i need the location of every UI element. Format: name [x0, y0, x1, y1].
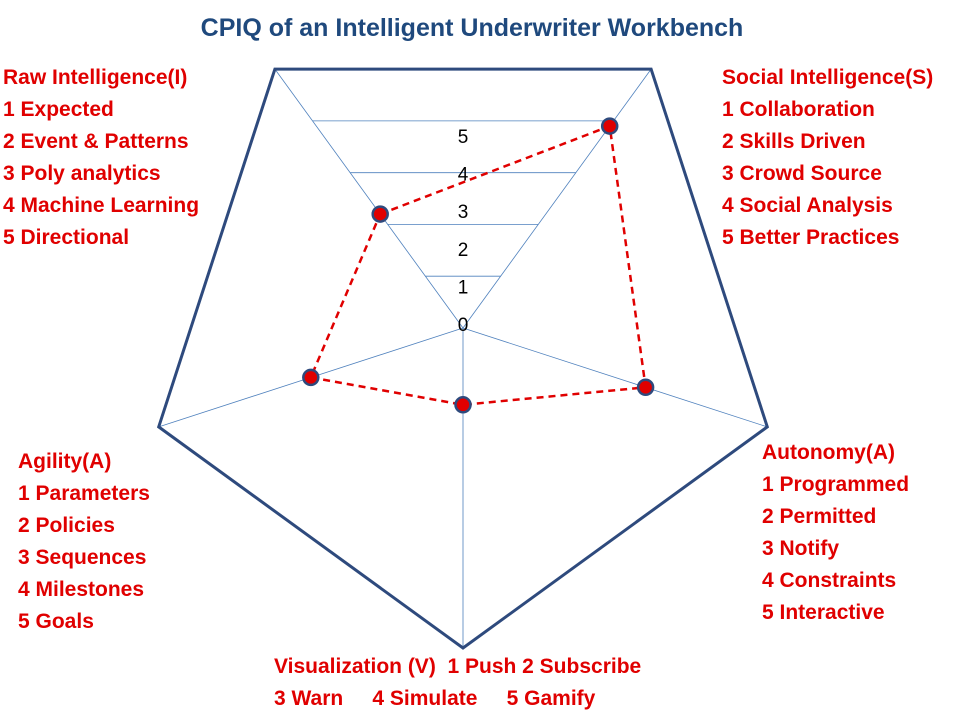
legend-item: 2 Policies: [18, 514, 115, 537]
legend-autonomy: Autonomy(A) 1 Programmed 2 Permitted 3 N…: [762, 437, 909, 629]
radar-point: [636, 378, 655, 397]
radar-tick-labels: 0 1 2 3 4 5: [458, 127, 469, 336]
legend-item: 5 Better Practices: [722, 226, 900, 249]
radar-point: [302, 368, 320, 387]
legend-item: 1 Collaboration: [722, 98, 875, 121]
radar-point: [454, 396, 472, 414]
legend-item: 4 Social Analysis: [722, 194, 893, 217]
radar-grid: [156, 67, 770, 650]
legend-line: Visualization (V) 1 Push 2 Subscribe: [274, 655, 642, 678]
chart-title: CPIQ of an Intelligent Underwriter Workb…: [200, 14, 744, 42]
legend-social-intelligence: Social Intelligence(S) 1 Collaboration 2…: [722, 62, 933, 254]
radar-point: [371, 205, 389, 223]
radar-series: [302, 117, 655, 414]
radar-tick-label: 4: [458, 165, 469, 186]
radar-tick-label: 0: [458, 315, 469, 336]
legend-item: 5 Directional: [3, 226, 130, 249]
radar-tick-label: 5: [458, 127, 469, 148]
radar-spoke: [462, 327, 768, 428]
legend-visualization: Visualization (V) 1 Push 2 Subscribe 3 W…: [274, 651, 641, 715]
legend-item: 3 Notify: [762, 537, 840, 560]
radar-tick-label: 3: [458, 202, 469, 223]
legend-heading: Agility(A): [18, 450, 112, 473]
radar-tick-label: 1: [458, 277, 469, 298]
legend-heading: Autonomy(A): [762, 441, 895, 464]
legend-item: 2 Skills Driven: [722, 130, 866, 153]
legend-item: 1 Parameters: [18, 482, 150, 505]
legend-heading: Social Intelligence(S): [722, 66, 934, 89]
radar-point: [600, 117, 619, 135]
legend-agility: Agility(A) 1 Parameters 2 Policies 3 Seq…: [18, 446, 150, 638]
legend-item: 4 Constraints: [762, 569, 897, 592]
legend-item: 4 Machine Learning: [3, 194, 200, 217]
legend-raw-intelligence: Raw Intelligence(I) 1 Expected 2 Event &…: [3, 62, 199, 254]
legend-item: 2 Event & Patterns: [3, 130, 189, 153]
legend-item: 3 Crowd Source: [722, 162, 882, 185]
legend-item: 4 Milestones: [18, 578, 145, 601]
legend-heading: Raw Intelligence(I): [3, 66, 188, 89]
legend-item: 3 Sequences: [18, 546, 147, 569]
legend-item: 3 Poly analytics: [3, 162, 161, 185]
radar-series-line: [309, 124, 648, 407]
radar-spoke: [274, 68, 464, 329]
legend-item: 2 Permitted: [762, 505, 877, 528]
radar-tick-label: 2: [458, 240, 469, 261]
legend-line: 3 Warn 4 Simulate 5 Gamify: [274, 687, 596, 710]
legend-item: 5 Interactive: [762, 601, 885, 624]
radar-outer-ring: [156, 67, 770, 650]
legend-item: 1 Expected: [3, 98, 114, 121]
legend-item: 1 Programmed: [762, 473, 910, 496]
legend-item: 5 Goals: [18, 610, 94, 633]
radar-spoke: [462, 68, 652, 329]
